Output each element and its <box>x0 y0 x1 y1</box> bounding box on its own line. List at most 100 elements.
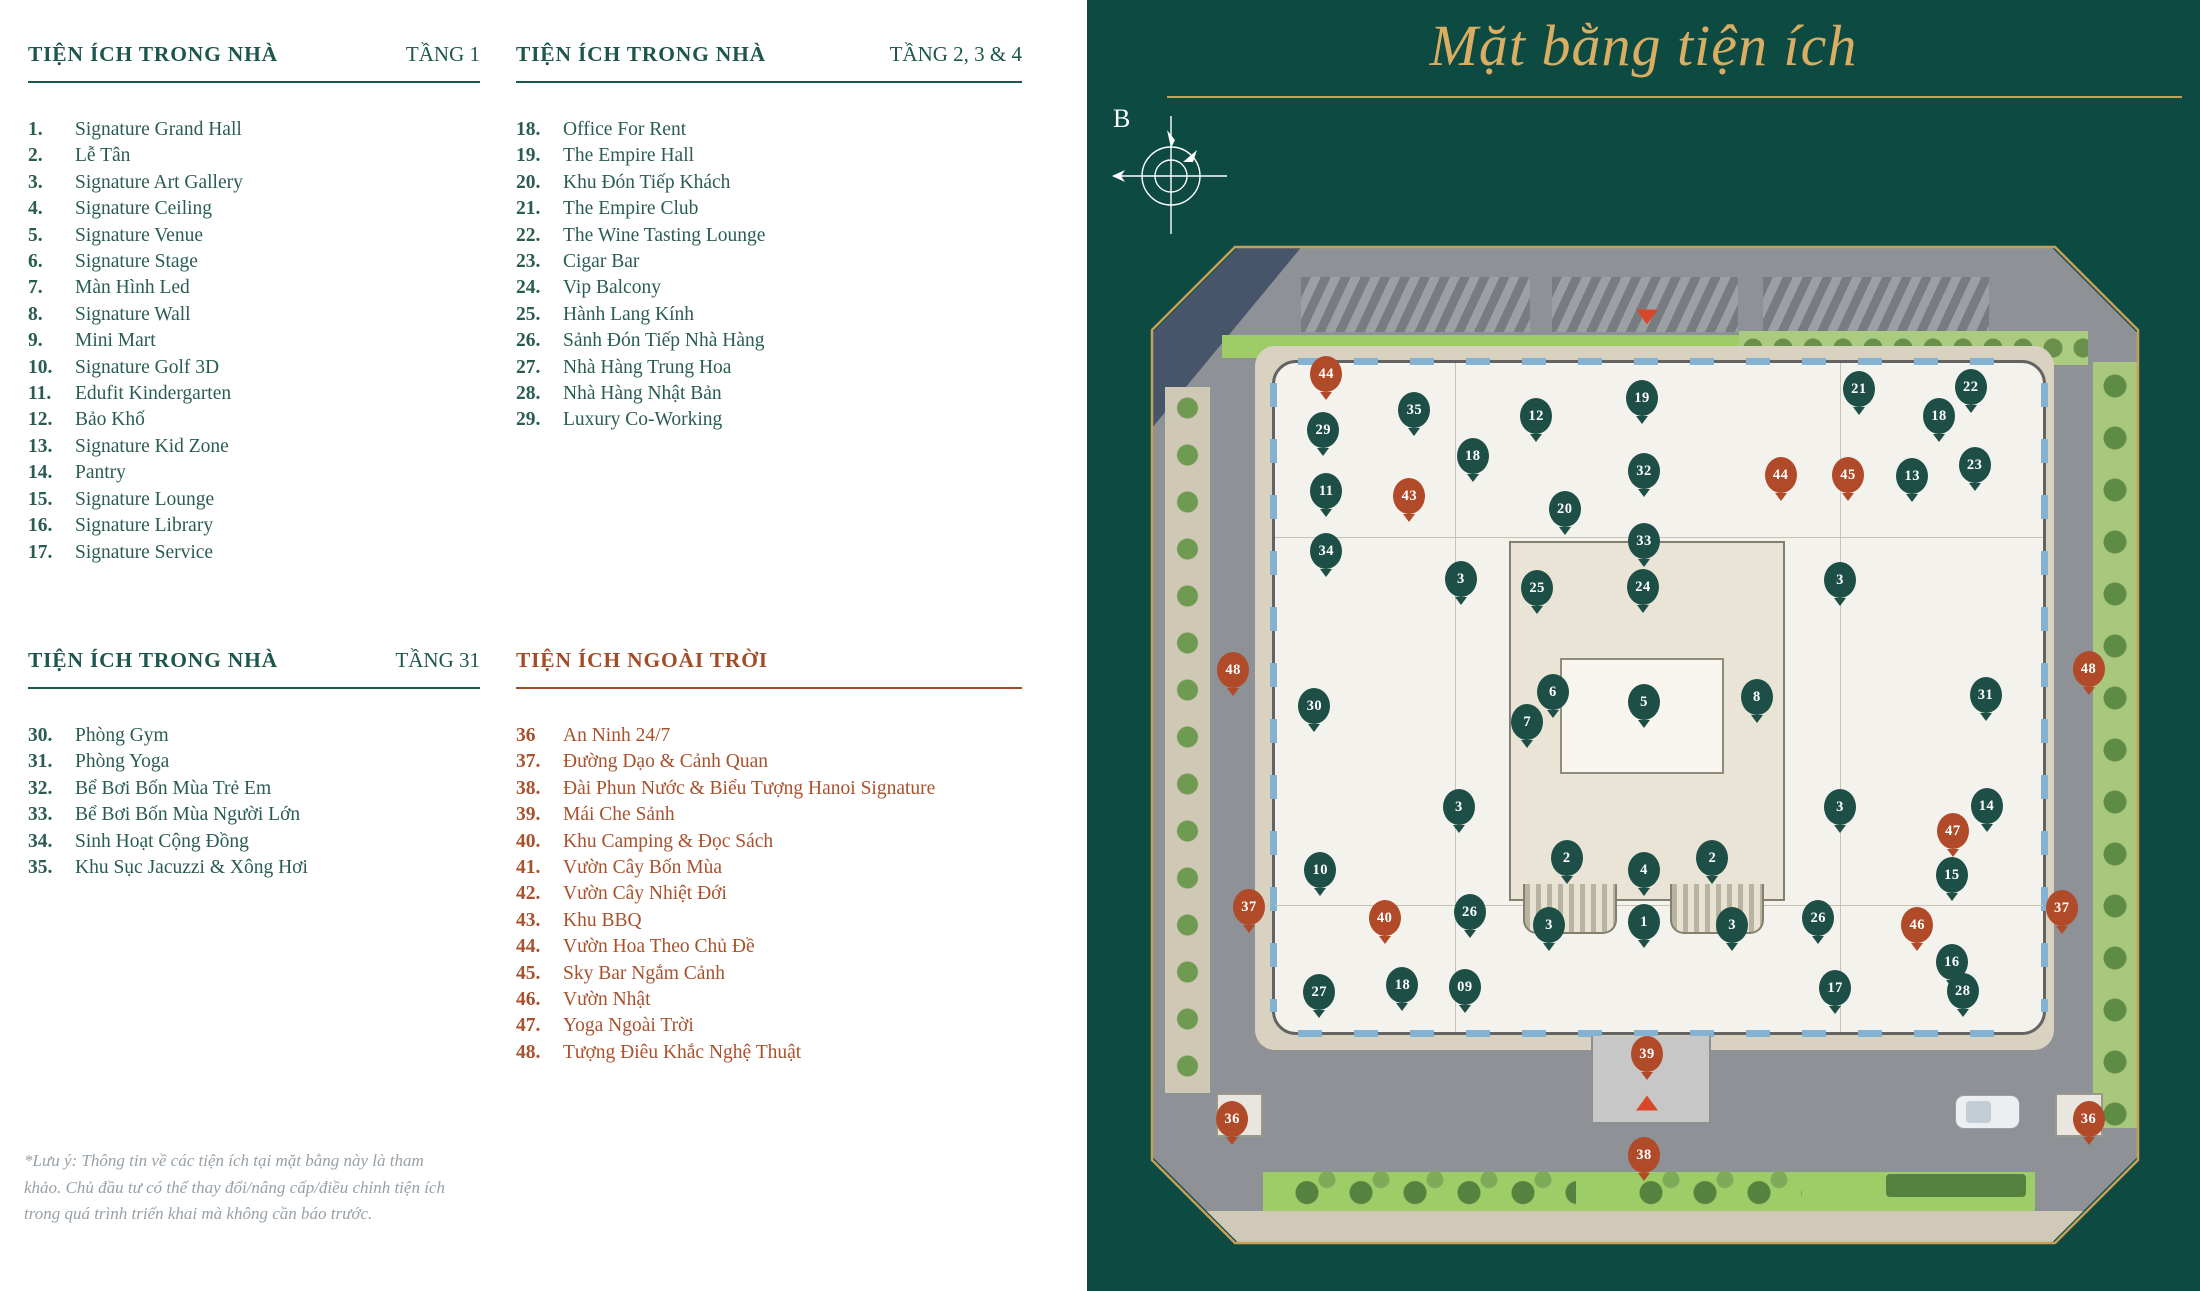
list-item: 34.Sinh Hoạt Cộng Đồng <box>28 829 480 855</box>
item-number: 17. <box>28 541 53 563</box>
item-number: 46. <box>516 989 541 1011</box>
item-label: Bể Bơi Bốn Mùa Trẻ Em <box>75 777 272 799</box>
item-number: 26. <box>516 330 541 352</box>
list-item: 48.Tượng Điêu Khắc Nghệ Thuật <box>516 1040 1022 1066</box>
pin-number: 44 <box>1764 456 1797 493</box>
list-item: 41.Vườn Cây Bốn Mùa <box>516 855 1022 881</box>
item-number: 12. <box>28 409 53 431</box>
list-title: TIỆN ÍCH TRONG NHÀ <box>28 42 278 66</box>
plan-pin-36: 36 <box>2072 1100 2105 1143</box>
item-number: 7. <box>28 277 43 299</box>
item-label: Nhà Hàng Trung Hoa <box>563 356 732 378</box>
item-number: 33. <box>28 804 53 826</box>
item-label: Office For Rent <box>563 119 687 140</box>
pin-number: 10 <box>1304 851 1337 888</box>
item-label: Signature Venue <box>75 224 203 246</box>
item-number: 31. <box>28 751 53 773</box>
item-number: 3. <box>28 171 43 193</box>
pin-number: 20 <box>1548 490 1581 527</box>
item-label: The Empire Club <box>563 198 699 220</box>
pin-number: 48 <box>2072 650 2105 687</box>
item-label: Khu Sục Jacuzzi & Xông Hơi <box>75 857 308 879</box>
list-title: TIỆN ÍCH TRONG NHÀ <box>516 42 766 66</box>
item-number: 10. <box>28 356 53 378</box>
item-number: 9. <box>28 330 43 352</box>
plan-pin-2: 2 <box>1696 839 1729 882</box>
list-item: 9.Mini Mart <box>28 328 480 354</box>
pin-number: 3 <box>1444 560 1477 597</box>
item-number: 42. <box>516 883 541 905</box>
pin-number: 3 <box>1532 906 1565 943</box>
pin-number: 44 <box>1310 355 1343 392</box>
pin-number: 43 <box>1393 477 1426 514</box>
plan-pin-3: 3 <box>1442 788 1475 831</box>
list-item: 1.Signature Grand Hall <box>28 117 480 143</box>
item-label: Bảo Khố <box>75 409 145 431</box>
item-label: Yoga Ngoài Trời <box>563 1015 694 1037</box>
plan-pin-19: 19 <box>1626 379 1659 422</box>
list-item: 26.Sảnh Đón Tiếp Nhà Hàng <box>516 328 1022 354</box>
pin-number: 12 <box>1520 397 1553 434</box>
list-item: 46.Vườn Nhật <box>516 987 1022 1013</box>
plan-pin-29: 29 <box>1307 411 1340 454</box>
list-item: 45.Sky Bar Ngắm Cảnh <box>516 961 1022 987</box>
item-label: Đài Phun Nước & Biểu Tượng Hanoi Signatu… <box>563 777 936 799</box>
item-number: 19. <box>516 145 541 167</box>
pin-number: 5 <box>1628 683 1660 720</box>
item-number: 18. <box>516 119 541 140</box>
item-label: Khu Camping & Đọc Sách <box>563 830 774 852</box>
plan-pin-3: 3 <box>1532 906 1565 949</box>
item-number: 22. <box>516 224 541 246</box>
item-label: Signature Service <box>75 541 214 563</box>
pin-number: 19 <box>1626 379 1659 416</box>
pin-number: 29 <box>1307 411 1340 448</box>
item-number: 38. <box>516 777 541 799</box>
pin-number: 34 <box>1310 532 1343 569</box>
pin-number: 24 <box>1627 568 1660 605</box>
list-item: 14.Pantry <box>28 460 480 486</box>
plan-pin-35: 35 <box>1398 391 1431 434</box>
item-label: Signature Wall <box>75 303 191 325</box>
plan-pin-40: 40 <box>1368 899 1401 942</box>
list-item: 25.Hành Lang Kính <box>516 302 1022 328</box>
plan-pin-3: 3 <box>1824 561 1857 604</box>
item-number: 13. <box>28 435 53 457</box>
list-item: 15.Signature Lounge <box>28 487 480 513</box>
item-number: 37. <box>516 751 541 773</box>
plan-pin-47: 47 <box>1936 812 1969 855</box>
item-label: Sinh Hoạt Cộng Đồng <box>75 830 249 852</box>
item-label: Signature Lounge <box>75 488 215 510</box>
plan-pin-5: 5 <box>1628 683 1660 726</box>
pin-number: 11 <box>1310 472 1343 509</box>
plan-pin-13: 13 <box>1896 457 1929 500</box>
item-number: 25. <box>516 303 541 325</box>
plan-pin-45: 45 <box>1831 456 1864 499</box>
legend-panel: TIỆN ÍCH TRONG NHÀ TẦNG 1 1.Signature Gr… <box>0 0 1087 1291</box>
plan-pin-11: 11 <box>1310 472 1343 515</box>
pin-number: 36 <box>1216 1100 1249 1137</box>
list-item: 6.Signature Stage <box>28 249 480 275</box>
item-number: 1. <box>28 119 43 140</box>
plan-pin-34: 34 <box>1310 532 1343 575</box>
plan-pin-24: 24 <box>1627 568 1660 611</box>
pin-number: 18 <box>1923 397 1956 434</box>
plan-pin-4: 4 <box>1628 851 1660 894</box>
item-label: Đường Dạo & Cảnh Quan <box>563 751 769 773</box>
item-label: Khu BBQ <box>563 909 642 931</box>
plan-pin-36: 36 <box>1216 1100 1249 1143</box>
pin-number: 45 <box>1831 456 1864 493</box>
pin-number: 37 <box>1233 888 1265 925</box>
item-number: 21. <box>516 198 541 220</box>
list-item: 19.The Empire Hall <box>516 143 1022 169</box>
item-label: Edufit Kindergarten <box>75 383 232 405</box>
pin-number: 28 <box>1946 972 1979 1009</box>
list-indoor-floors-2-3-4: TIỆN ÍCH TRONG NHÀ TẦNG 2, 3 & 4 18.Offi… <box>516 42 1022 434</box>
plan-pin-28: 28 <box>1946 972 1979 1015</box>
pin-number: 3 <box>1716 906 1749 943</box>
list-item: 18. Office For Rent <box>516 117 1022 143</box>
